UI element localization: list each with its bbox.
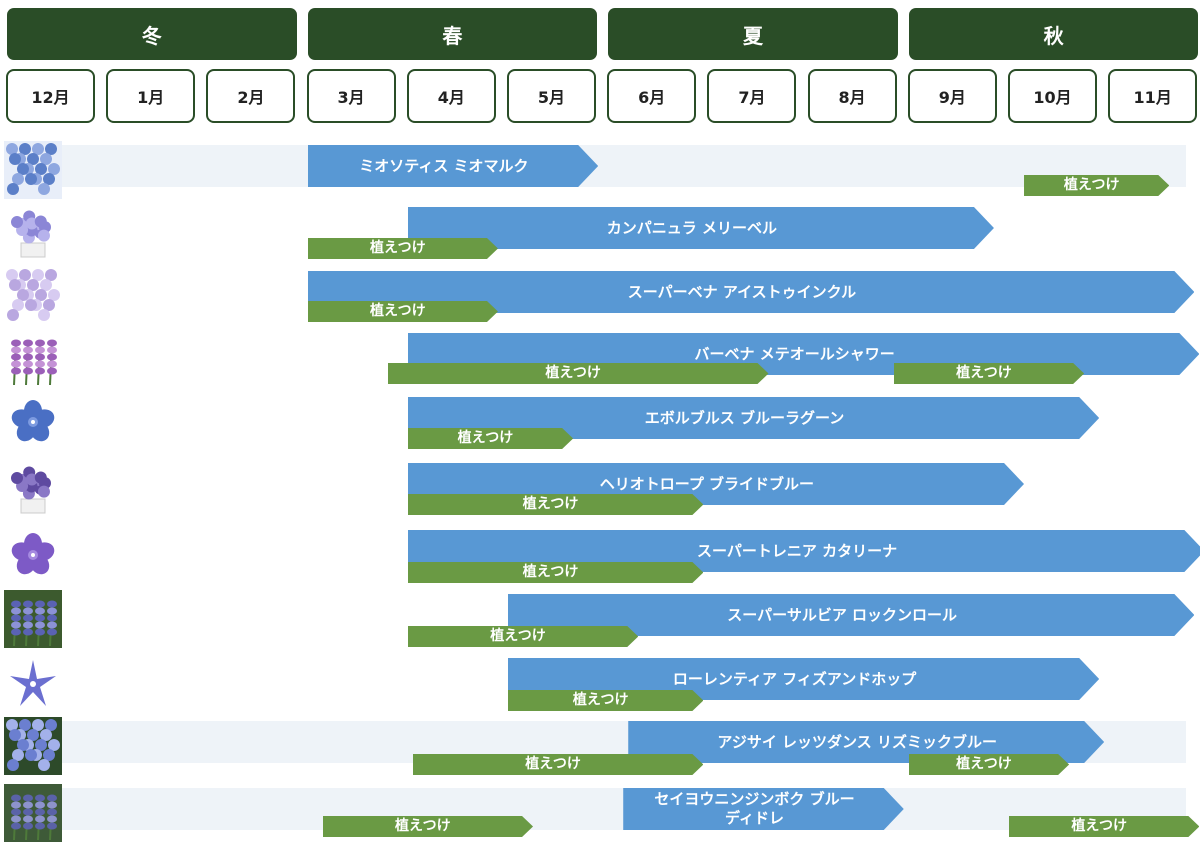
blue-hydrangea-icon [4,717,62,775]
planting-period-bar: 植えつけ [408,494,704,515]
flower-thumbnail [4,141,62,199]
planting-period-bar: 植えつけ [508,690,703,711]
flower-thumbnail [4,393,62,451]
bloom-period-bar: ヘリオトロープ ブライドブルー [408,463,1024,505]
month-cell: 6月 [607,69,697,123]
planting-period-bar: 植えつけ [408,562,704,583]
planting-period-bar: 植えつけ [1024,175,1169,196]
planting-period-bar: 植えつけ [894,363,1084,384]
violet-torenia-flower-icon [4,526,62,584]
bloom-period-bar: セイヨウニンジンボク ブルー ディドレ [623,788,904,830]
month-cell: 8月 [807,69,897,123]
potted-heliotrope-icon [4,459,62,517]
flower-thumbnail [4,717,62,775]
row-band [62,145,1186,187]
flower-thumbnail [4,459,62,517]
month-cell: 4月 [406,69,496,123]
planting-period-bar: 植えつけ [388,363,769,384]
flower-thumbnail [4,590,62,648]
blue-evolvulus-flower-icon [4,393,62,451]
month-cell: 12月 [6,69,95,123]
bloom-period-bar: ミオソティス ミオマルク [308,145,599,187]
planting-period-bar: 植えつけ [408,428,573,449]
flower-thumbnail [4,267,62,325]
month-cell: 3月 [306,69,396,123]
flower-thumbnail [4,784,62,842]
planting-period-bar: 植えつけ [308,301,498,322]
lavender-verbena-ball-icon [4,267,62,325]
flower-thumbnail [4,654,62,712]
month-cell: 9月 [907,69,997,123]
vitex-blue-spikes-icon [4,784,62,842]
month-cell: 7月 [707,69,797,123]
star-laurentia-flower-icon [4,654,62,712]
blue-flower-cluster-icon [4,141,62,199]
month-cell: 2月 [206,69,296,123]
month-cell: 1月 [106,69,196,123]
blue-salvia-spikes-icon [4,590,62,648]
planting-period-bar: 植えつけ [909,754,1069,775]
month-cell: 10月 [1008,69,1097,123]
purple-verbena-stems-icon [4,329,62,387]
potted-violet-mound-icon [4,203,62,261]
flower-thumbnail [4,329,62,387]
season-header: 春 [307,8,598,60]
planting-period-bar: 植えつけ [323,816,533,837]
planting-period-bar: 植えつけ [413,754,704,775]
flower-thumbnail [4,203,62,261]
month-cell: 5月 [507,69,596,123]
month-cell: 11月 [1108,69,1198,123]
planting-period-bar: 植えつけ [308,238,498,259]
season-header: 冬 [7,8,297,60]
season-header: 秋 [908,8,1199,60]
planting-period-bar: 植えつけ [408,626,638,647]
bloom-period-bar: カンパニュラ メリーベル [408,207,994,249]
flower-thumbnail [4,526,62,584]
season-header: 夏 [608,8,898,60]
planting-period-bar: 植えつけ [1009,816,1199,837]
